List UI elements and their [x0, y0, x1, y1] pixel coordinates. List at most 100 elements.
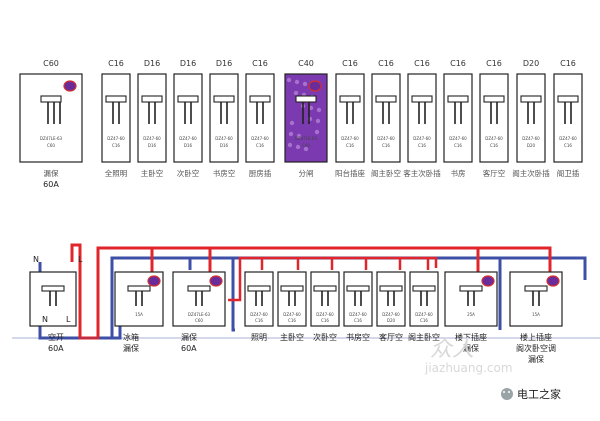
breaker-model: DZ47-60: [143, 136, 161, 141]
breaker-sub2: 漏保: [528, 354, 544, 364]
breaker-code: C60: [195, 318, 203, 323]
breaker-model: DZ47LE-63: [188, 312, 211, 317]
texture-dot: [294, 79, 300, 85]
breaker-code: C16: [288, 318, 296, 323]
toggle-handle: [524, 285, 548, 292]
toggle-handle: [280, 285, 304, 292]
breaker-label: 阁主卧空: [408, 332, 440, 342]
bottom-breaker-row: 空开60A15A冰箱漏保DZ47LE-63C60漏保60ADZ47-60C16照…: [29, 271, 563, 364]
breaker-label: 漏保: [181, 332, 197, 342]
breaker-code: D20: [387, 318, 396, 323]
breaker-sub: 60A: [48, 344, 64, 353]
brand-badge: 电工之家: [501, 387, 561, 401]
breaker-model: DZ47-60: [107, 136, 125, 141]
wechat-icon-eye-left: [503, 391, 505, 393]
breaker-label: 分闸: [299, 169, 314, 178]
breaker-label: 照明: [251, 333, 267, 342]
breaker-label: 阁主卧空: [371, 168, 401, 178]
texture-dot: [314, 129, 320, 135]
toggle-handle: [412, 285, 436, 292]
test-button: [481, 275, 495, 287]
breaker-rating: C16: [252, 59, 268, 68]
breaker-model: DZ47-60: [413, 136, 431, 141]
breaker-label: 客厅空: [483, 168, 506, 178]
breaker-sub: 60A: [43, 180, 59, 189]
toggle-handle: [127, 285, 151, 292]
breaker-code: D16: [148, 143, 157, 148]
brand-name: 电工之家: [517, 387, 561, 401]
breaker-label: 阁主次卧插: [512, 168, 550, 178]
breaker-model: DZ47-60: [250, 312, 268, 317]
toggle-handle: [520, 95, 542, 103]
texture-dot: [289, 120, 295, 126]
breaker-sub: 漏保: [123, 343, 139, 353]
breaker-label: 楼上插座: [520, 332, 552, 342]
breaker-code: C16: [346, 143, 354, 148]
breaker-rating: C16: [560, 59, 576, 68]
breaker-model: 15A: [135, 312, 143, 317]
breaker-body: [244, 271, 274, 327]
toggle-handle: [40, 95, 62, 103]
test-button: [546, 275, 560, 287]
watermark-sub: jiazhuang.com: [424, 361, 513, 375]
breaker-sub: 60A: [181, 344, 197, 353]
breaker-model: DZ47-60: [449, 136, 467, 141]
breaker-code: C16: [420, 318, 428, 323]
breaker-body: [443, 73, 473, 163]
toggle-handle: [213, 95, 235, 103]
breaker-label: 冰箱: [123, 332, 139, 342]
breaker-model: DZ47-60: [485, 136, 503, 141]
breaker-body: [209, 73, 239, 163]
breaker-body: [371, 73, 401, 163]
breaker-code: D20: [527, 143, 536, 148]
breaker-model: DZ47-60: [215, 136, 233, 141]
breaker-code: C16: [256, 143, 264, 148]
breaker-label: 阳台插座: [335, 168, 365, 178]
toggle-handle: [411, 95, 433, 103]
watermark: 众人 jiazhuang.com: [424, 337, 513, 375]
texture-dot: [293, 90, 299, 96]
breaker-model: DZ47-60: [179, 136, 197, 141]
breaker-body: [245, 73, 275, 163]
breaker-code: D16: [220, 143, 229, 148]
toggle-handle: [177, 95, 199, 103]
breaker-body: [137, 73, 167, 163]
breaker-body: [343, 271, 373, 327]
breaker-model: DZ47-60: [377, 136, 395, 141]
breaker-label: 客主次卧插: [403, 168, 441, 178]
bottom-breaker-1: 空开 60A: [29, 271, 77, 353]
toggle-handle: [379, 285, 403, 292]
toggle-handle: [459, 285, 483, 292]
breaker-code: C40: [302, 143, 310, 148]
breaker-label: 空开: [48, 332, 64, 342]
breaker-code: C16: [490, 143, 498, 148]
breaker-code: C16: [321, 318, 329, 323]
breaker-model: 15A: [532, 312, 540, 317]
toggle-handle: [247, 285, 271, 292]
neutral-drop: [231, 258, 235, 332]
breaker-code: C16: [354, 318, 362, 323]
wechat-icon-eye-right: [508, 391, 510, 393]
test-button: [63, 80, 77, 92]
breaker-rating: D16: [180, 59, 196, 68]
texture-dot: [296, 133, 302, 139]
terminal-n-label: N: [33, 255, 39, 264]
breaker-body: [376, 271, 406, 327]
texture-dot: [302, 81, 308, 87]
breaker-label: 次卧空: [177, 168, 200, 178]
